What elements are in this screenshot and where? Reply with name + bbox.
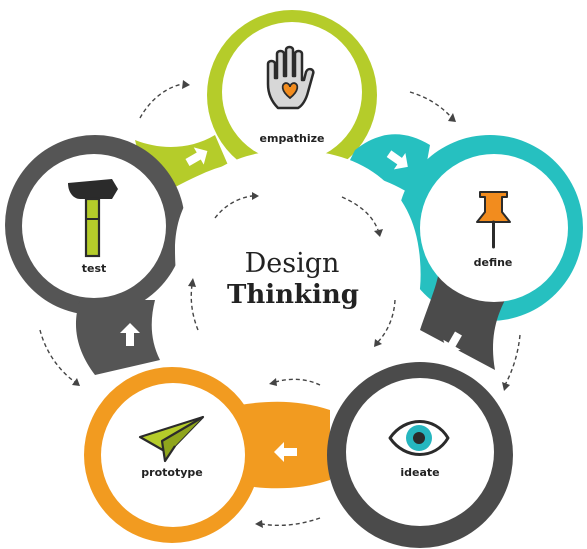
stage-label-ideate: ideate: [400, 466, 439, 479]
inner-dashed-arrows: [188, 192, 396, 386]
paper-plane-icon: [138, 415, 205, 463]
flow-arrow-prototype-to-test: [120, 323, 140, 346]
title-line-1: Design: [245, 248, 340, 279]
flow-arrow-empathize-to-define: [386, 150, 408, 170]
stage-label-prototype: prototype: [141, 466, 202, 479]
stage-label-define: define: [474, 256, 513, 269]
flow-arrow-define-to-ideate: [443, 331, 462, 354]
eye-icon: [388, 420, 450, 456]
outer-dashed-arrows: [39, 80, 521, 528]
flow-arrow-test-to-empathize: [185, 147, 208, 166]
stage-label-empathize: empathize: [260, 132, 325, 145]
flow-arrow-ideate-to-prototype: [274, 442, 297, 462]
hand-heart-icon: [266, 45, 315, 110]
hammer-icon: [68, 179, 118, 258]
stage-label-test: test: [82, 262, 107, 275]
title-line-2: Thinking: [227, 280, 359, 310]
pushpin-icon: [476, 191, 511, 249]
